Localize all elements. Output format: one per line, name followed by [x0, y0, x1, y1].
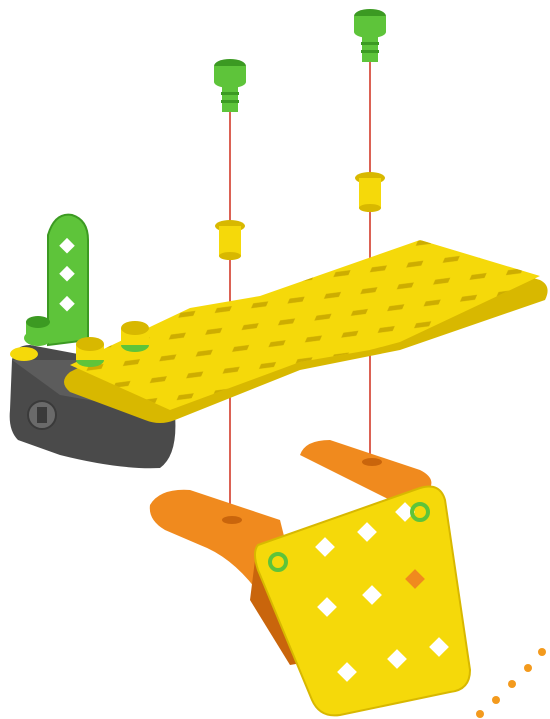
yellow-spacer-left	[215, 220, 245, 260]
yellow-spacer-right	[355, 172, 385, 212]
green-screw-right	[354, 9, 386, 62]
yellow-trapezoid-plate	[255, 487, 470, 716]
green-screw-left	[214, 59, 246, 112]
green-upright-bracket	[48, 215, 88, 345]
dot-trail	[476, 648, 546, 718]
